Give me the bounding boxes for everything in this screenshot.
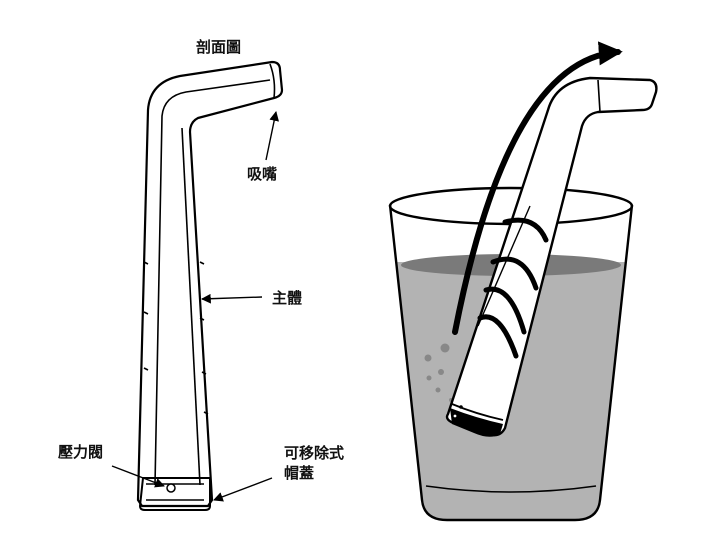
callout-arrows <box>111 111 279 502</box>
removable-cap-outline <box>139 477 211 511</box>
straw-outer-outline <box>136 60 284 508</box>
mouthpiece-arrow <box>265 111 279 161</box>
glass-outline <box>388 204 634 522</box>
straw-inner-wall <box>154 79 271 486</box>
glass-scene <box>388 41 658 522</box>
air-bubbles <box>424 343 453 402</box>
valve-arrow <box>111 465 165 488</box>
section-view-title: 剖面圖 <box>196 38 242 56</box>
glass-straw <box>445 76 658 437</box>
glass-straw-cap <box>450 408 503 437</box>
mouthpiece-label: 吸嘴 <box>247 165 278 183</box>
pressure-valve-label: 壓力閥 <box>58 443 104 461</box>
removable-cap-label: 可移除式 帽蓋 <box>284 443 344 483</box>
section-straw <box>136 60 284 511</box>
suction-flow-arrow <box>452 41 623 335</box>
removable-cap-label-line1: 可移除式 <box>284 444 345 462</box>
flow-lines <box>477 217 549 359</box>
pressure-valve-ball <box>166 483 176 493</box>
body-arrow <box>201 293 263 304</box>
cap-arrow <box>213 477 273 502</box>
main-body-label: 主體 <box>272 289 303 307</box>
removable-cap-label-line2: 帽蓋 <box>284 464 315 482</box>
